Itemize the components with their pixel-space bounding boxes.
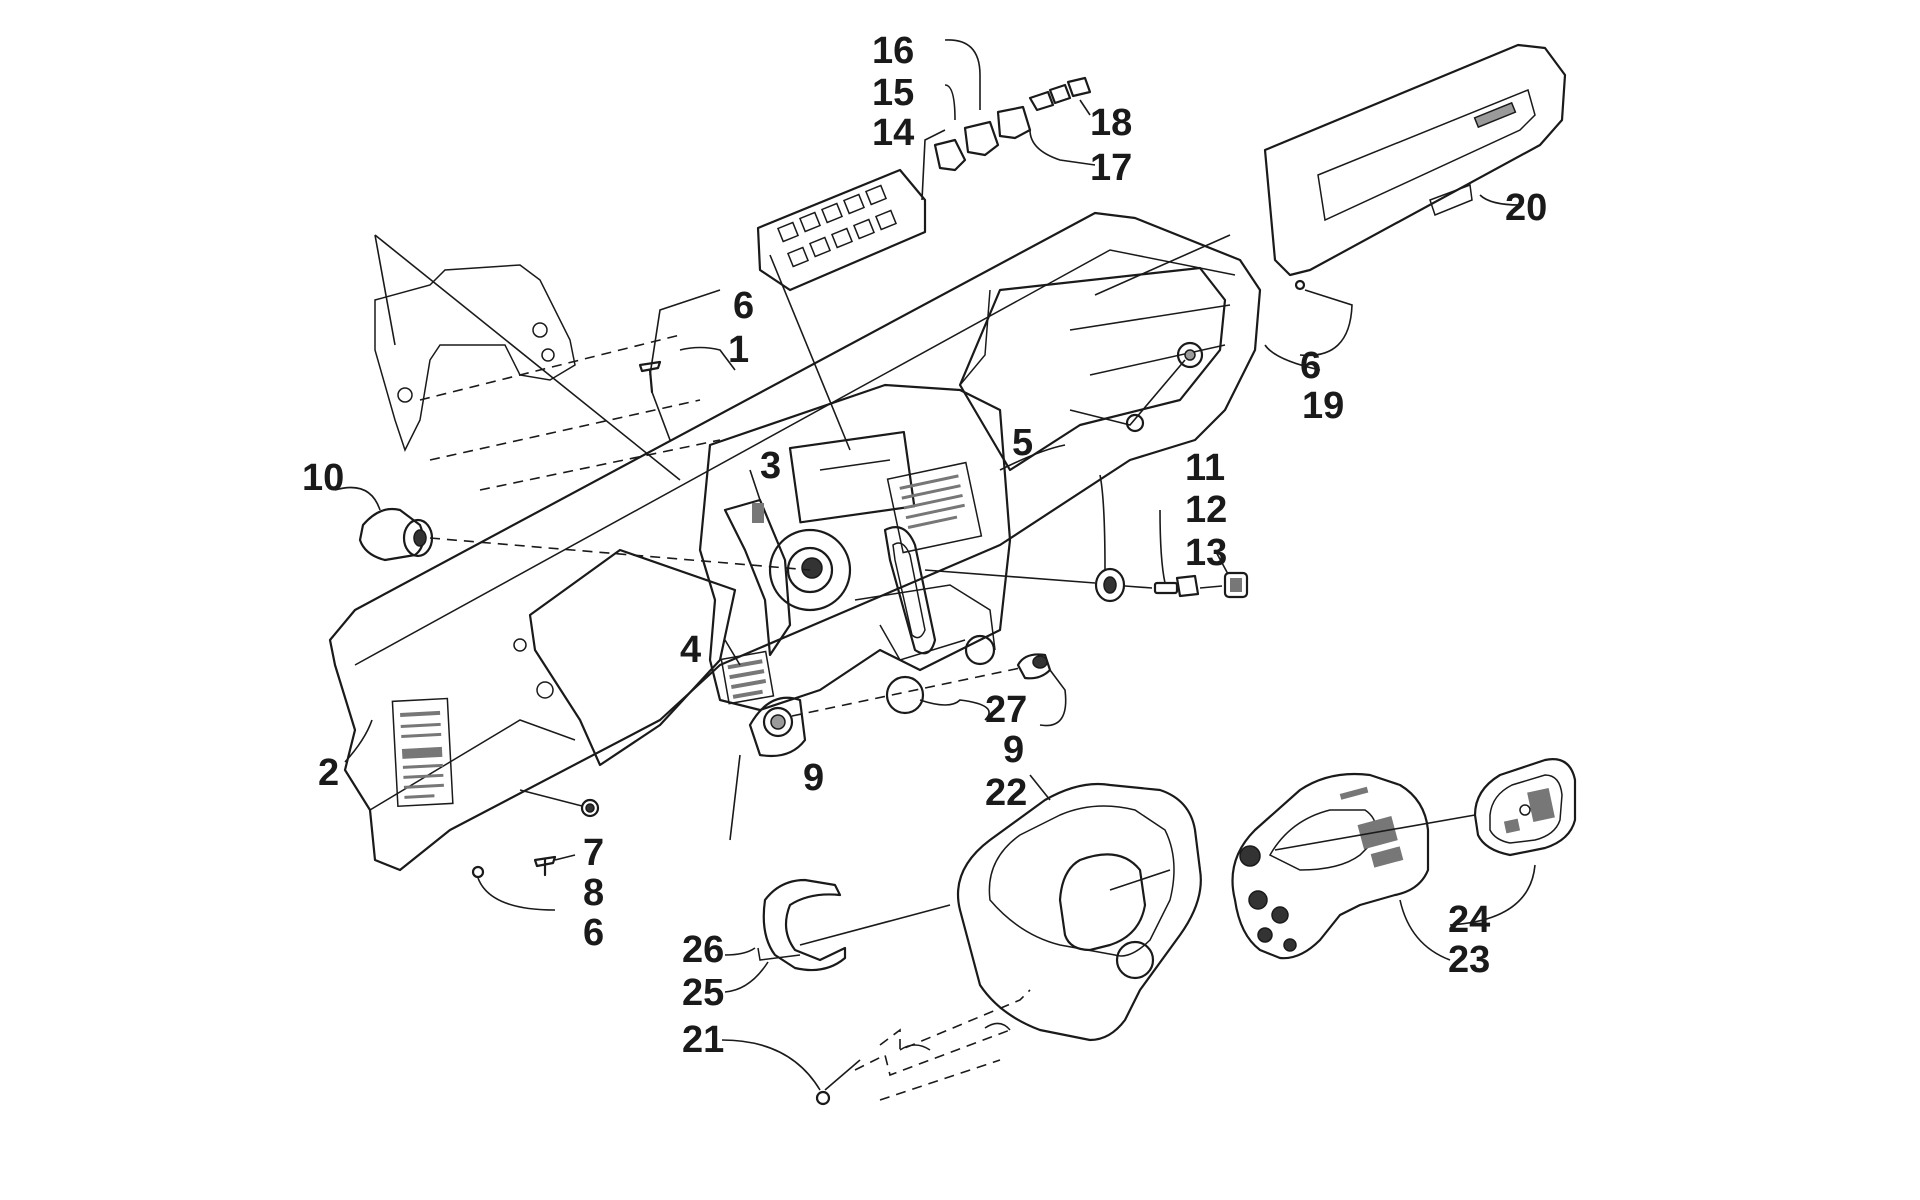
callout-10: 10: [302, 457, 344, 499]
part-20-cover: [1094, 43, 1567, 296]
callout-3: 3: [760, 445, 781, 487]
callout-18: 18: [1090, 102, 1132, 144]
part-14-vent: [756, 168, 927, 451]
callout-14: 14: [872, 112, 914, 154]
part-19-knob: [1069, 341, 1204, 433]
callout-21: 21: [682, 1019, 724, 1061]
part-11-bezel: [1094, 567, 1126, 603]
part-7-grommet: [519, 789, 600, 818]
callout-6-bottom: 6: [583, 912, 604, 954]
part-6-clip-right: [1294, 279, 1306, 291]
dash-body: [328, 211, 1262, 872]
bracket-leader: [374, 234, 681, 481]
parts-15-18-switches: [933, 76, 1092, 172]
callout-6-right: 6: [1300, 345, 1321, 387]
part-22-cluster-housing: [956, 782, 1202, 1042]
part-3-trim: [723, 498, 792, 657]
callout-5: 5: [1012, 422, 1033, 464]
callout-4: 4: [680, 629, 701, 671]
callout-1: 1: [728, 329, 749, 371]
part-10-switch: [358, 507, 811, 571]
callout-19: 19: [1302, 385, 1344, 427]
callout-12: 12: [1185, 489, 1227, 531]
part-9-plugs: [748, 653, 1052, 758]
center-console: [698, 383, 1012, 715]
callout-9-left: 9: [803, 757, 824, 799]
callout-8: 8: [583, 872, 604, 914]
part-24-gauge: [1473, 758, 1577, 857]
callout-9-right: 9: [1003, 729, 1024, 771]
callout-26: 26: [682, 929, 724, 971]
part-6-clip-lower: [471, 865, 485, 879]
part-6-screw-top: [638, 360, 662, 394]
callout-24: 24: [1448, 899, 1490, 941]
callout-20: 20: [1505, 187, 1547, 229]
part-23-plate: [1231, 772, 1476, 960]
part-21-bracket: [815, 989, 1031, 1106]
part-12-key: [1153, 574, 1200, 598]
callout-11: 11: [1185, 447, 1225, 489]
callout-16: 16: [872, 30, 914, 72]
callout-7: 7: [583, 832, 604, 874]
callout-15: 15: [872, 72, 914, 114]
callout-27: 27: [985, 689, 1027, 731]
callout-leaders: [334, 39, 1536, 1091]
callout-6-top: 6: [733, 285, 754, 327]
callout-25: 25: [682, 972, 724, 1014]
callout-23: 23: [1448, 939, 1490, 981]
callout-labels: 1 2 3 4 5 6 6 6 7 8 9 9 10 11 12 13 14 1…: [302, 30, 1547, 1061]
callout-22: 22: [985, 772, 1027, 814]
frame-bracket: [374, 264, 721, 491]
part-8-screw: [533, 855, 557, 877]
callout-17: 17: [1090, 147, 1132, 189]
part-25-cup: [757, 878, 951, 972]
ignition-leader: [924, 569, 1096, 584]
callout-2: 2: [318, 752, 339, 794]
part-13-cap: [1223, 571, 1249, 599]
part-27-shifter-gate: [883, 526, 937, 655]
callout-13: 13: [1185, 532, 1227, 574]
